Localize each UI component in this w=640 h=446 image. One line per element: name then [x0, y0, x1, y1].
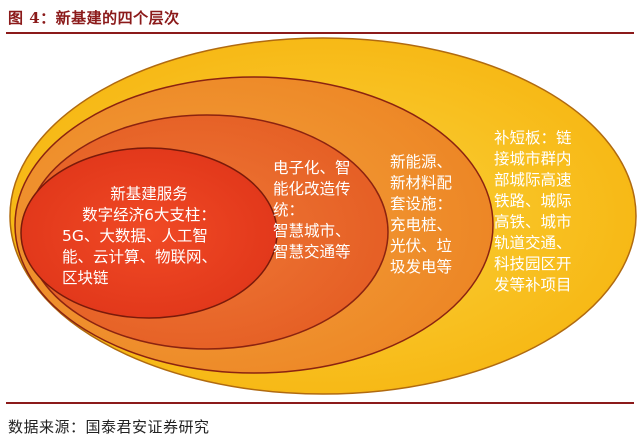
- layer-4-line: 发等补项目: [494, 276, 572, 294]
- layer-4-line: 接城市群内: [494, 150, 572, 168]
- layer-4-line: 铁路、城际: [494, 192, 572, 210]
- layer-2-line: 能化改造传: [273, 180, 351, 198]
- layer-1-line: 能、云计算、物联网、: [62, 248, 218, 266]
- layer-2-line: 统：: [273, 201, 305, 219]
- figure-header: 图 4：新基建的四个层次: [8, 4, 634, 30]
- figure-title: 图 4：新基建的四个层次: [8, 8, 180, 27]
- layer-4-line: 科技园区开: [494, 255, 572, 273]
- layer-1-line: 数字经济6大支柱：: [82, 206, 216, 224]
- layer-3-line: 新能源、: [390, 153, 453, 171]
- layer-1-ellipse: [20, 147, 278, 319]
- layer-3-line: 圾发电等: [390, 258, 453, 276]
- layer-3-line: 光伏、垃: [390, 237, 453, 255]
- layer-3-line: 新材料配: [390, 174, 453, 192]
- layer-3-label: 新能源、 新材料配 套设施： 充电桩、 光伏、垃 圾发电等: [390, 152, 476, 278]
- layer-4-label: 补短板：链 接城市群内 部城际高速 铁路、城际 高铁、城市 轨道交通、 科技园区…: [494, 128, 590, 296]
- header-rule: [6, 32, 634, 34]
- layer-4-line: 部城际高速: [494, 171, 572, 189]
- layer-4-line: 高铁、城市: [494, 213, 572, 231]
- layer-1-line: 新基建服务: [110, 185, 188, 203]
- layer-2-line: 电子化、智: [273, 159, 351, 177]
- layer-3-line: 充电桩、: [390, 216, 453, 234]
- layer-1-label: 新基建服务 数字经济6大支柱： 5G、大数据、人工智 能、云计算、物联网、 区块…: [54, 184, 244, 289]
- footer-rule: [6, 402, 634, 404]
- layer-4-line: 补短板：链: [494, 129, 572, 147]
- layer-2-line: 智慧交通等: [273, 243, 351, 261]
- layer-2-label: 电子化、智 能化改造传 统： 智慧城市、 智慧交通等: [273, 158, 373, 263]
- layer-2-line: 智慧城市、: [273, 222, 351, 240]
- layer-3-line: 套设施：: [390, 195, 453, 213]
- source-note: 数据来源：国泰君安证券研究: [8, 418, 210, 436]
- layer-1-line: 5G、大数据、人工智: [62, 227, 208, 245]
- layer-1-line: 区块链: [62, 269, 109, 287]
- layer-4-line: 轨道交通、: [494, 234, 572, 252]
